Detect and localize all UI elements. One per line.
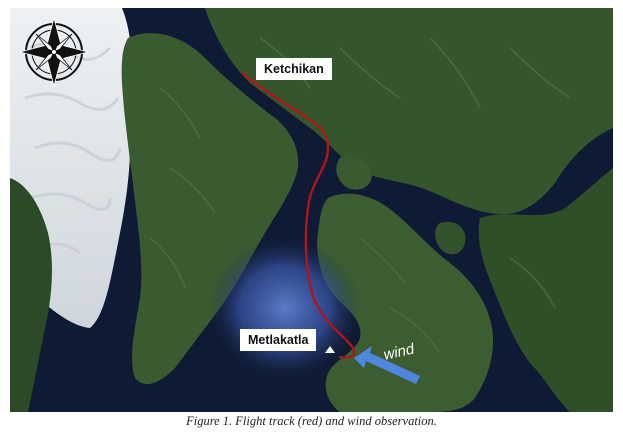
land-islet-1 (336, 156, 373, 190)
land-east (478, 168, 613, 412)
land-gravina-island (121, 33, 299, 385)
land-islet-2 (435, 221, 466, 255)
wind-arrow-icon (354, 346, 420, 384)
flight-track (240, 71, 356, 359)
location-marker-icon (325, 346, 335, 353)
label-ketchikan: Ketchikan (256, 58, 332, 80)
figure-caption: Figure 1. Flight track (red) and wind ob… (186, 414, 437, 428)
label-metlakatla: Metlakatla (240, 329, 317, 351)
land-west-island (10, 178, 52, 412)
compass-rose-icon (18, 16, 90, 88)
shallow-water (210, 238, 360, 378)
